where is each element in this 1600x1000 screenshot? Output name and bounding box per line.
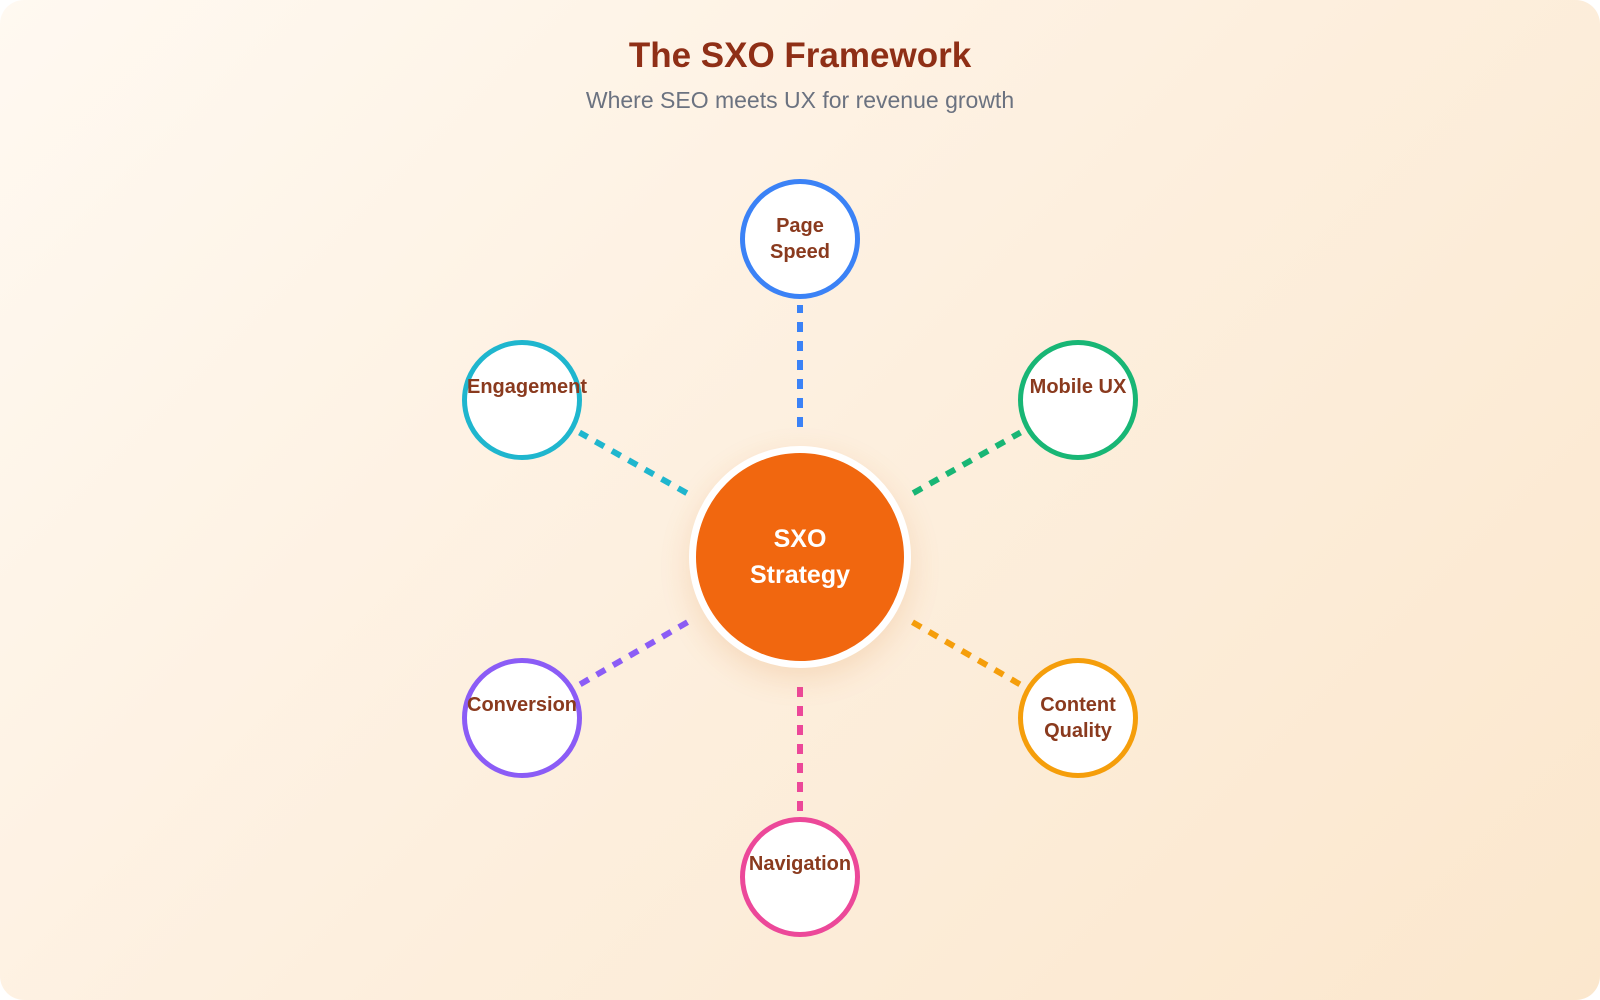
node-label: Mobile UX: [1023, 374, 1133, 426]
connector-engagement: [578, 429, 689, 496]
node-page-speed: Page Speed: [740, 179, 860, 299]
hub-label-line: SXO: [773, 525, 827, 553]
node-label-line: Page Speed: [769, 215, 831, 263]
node-label-line: Conversion: [467, 694, 578, 716]
page-subtitle: Where SEO meets UX for revenue growth: [585, 87, 1015, 113]
hub-label-line: Strategy: [749, 561, 851, 589]
node-label: Engagement: [467, 374, 588, 426]
hub-label: SXO Strategy: [750, 521, 850, 593]
diagram-header: The SXO Framework Where SEO meets UX for…: [0, 36, 1600, 114]
node-label-line: Engagement: [467, 376, 588, 398]
node-label-line: Content: [1040, 694, 1116, 716]
connector-mobile-ux: [911, 429, 1022, 496]
hub-circle-sxo-strategy: SXO Strategy: [689, 446, 911, 668]
node-label: Navigation: [745, 851, 855, 903]
connector-content-quality: [910, 619, 1023, 688]
node-mobile-ux: Mobile UX: [1018, 340, 1138, 460]
node-navigation: Navigation: [740, 817, 860, 937]
node-label-line: Mobile UX: [1029, 376, 1127, 398]
page-title: The SXO Framework: [628, 36, 972, 75]
node-conversion: Conversion: [462, 658, 582, 778]
node-label: Conversion: [467, 692, 577, 744]
node-label-line: Navigation: [748, 853, 852, 875]
node-label-line: Quality: [1044, 720, 1112, 742]
node-label: Page Speed: [745, 213, 855, 265]
connector-conversion: [577, 619, 690, 688]
node-engagement: Engagement: [462, 340, 588, 460]
